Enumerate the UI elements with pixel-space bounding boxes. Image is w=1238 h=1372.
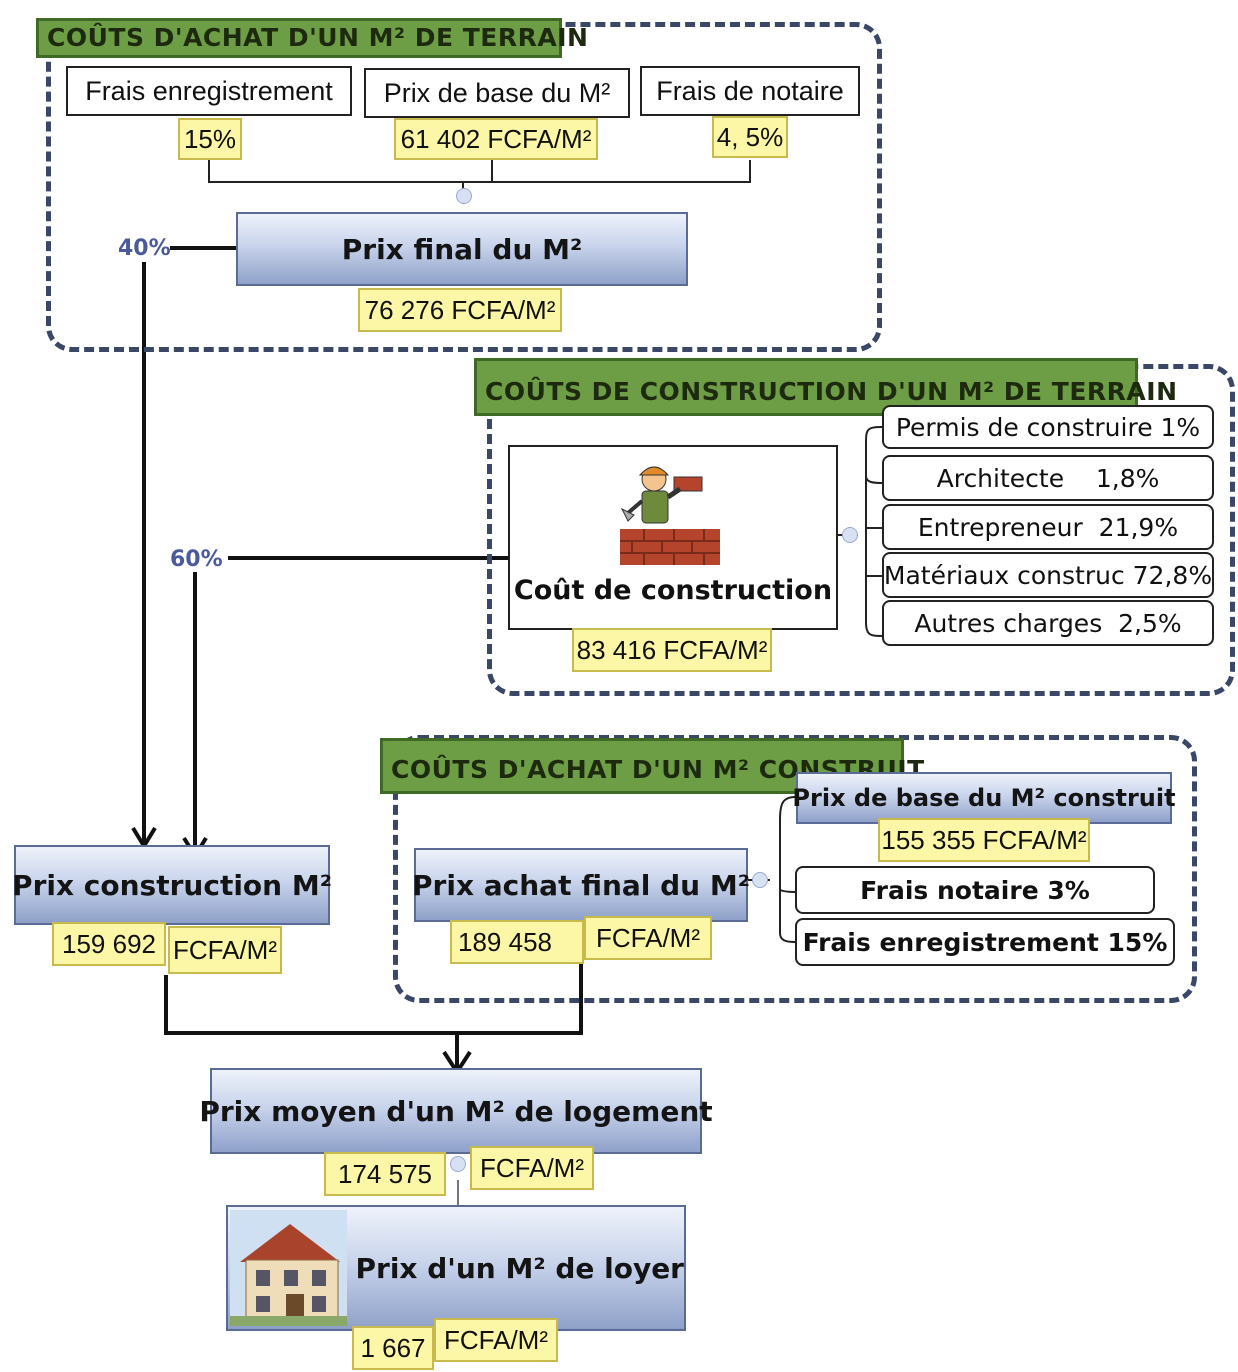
average-price-unit: FCFA/M² — [470, 1146, 594, 1190]
average-price-box: Prix moyen d'un M² de logement — [199, 1068, 713, 1154]
construction-price-box: Prix construction M² — [12, 845, 332, 925]
construction-share-percent: 60% — [170, 547, 223, 572]
land-share-percent: 40% — [118, 236, 171, 261]
construction-cost-value: 83 416 FCFA/M² — [572, 628, 772, 672]
contractor-item: Entrepreneur 21,9% — [882, 504, 1214, 550]
final-purchase-price-unit: FCFA/M² — [584, 916, 712, 960]
construction-price-number: 159 692 — [52, 922, 166, 966]
collapse-dot-icon — [842, 527, 858, 543]
rent-price-number: 1 667 — [352, 1326, 434, 1370]
construction-cost-label: Coût de construction — [513, 575, 833, 606]
house-icon — [230, 1210, 348, 1326]
building-permit-item: Permis de construire 1% — [882, 405, 1214, 449]
construction-worker-icon — [620, 466, 720, 565]
notary-fees-box: Frais de notaire — [640, 66, 860, 116]
registration-fees-item: Frais enregistrement 15% — [795, 918, 1175, 966]
construction-cost-box: Coût de construction — [508, 445, 838, 630]
base-price-box: Prix de base du M² — [364, 68, 630, 118]
notary-fees-item: Frais notaire 3% — [795, 866, 1155, 914]
built-base-price-value: 155 355 FCFA/M² — [878, 818, 1090, 862]
other-charges-item: Autres charges 2,5% — [882, 600, 1214, 646]
rent-price-label: Prix d'un M² de loyer — [355, 1251, 684, 1285]
architect-item: Architecte 1,8% — [882, 455, 1214, 501]
average-price-number: 174 575 — [324, 1152, 446, 1196]
rent-price-box: Prix d'un M² de loyer — [226, 1205, 686, 1331]
final-land-price-value: 76 276 FCFA/M² — [358, 288, 562, 332]
materials-item: Matériaux construc 72,8% — [882, 552, 1214, 598]
built-purchase-group — [393, 735, 1197, 1003]
rent-price-unit: FCFA/M² — [434, 1318, 558, 1362]
collapse-dot-icon — [456, 188, 472, 204]
notary-fees-value: 4, 5% — [712, 116, 788, 158]
final-purchase-price-number: 189 458 — [450, 920, 584, 964]
final-land-price-box: Prix final du M² — [236, 212, 688, 286]
collapse-dot-icon — [752, 872, 768, 888]
built-base-price-box: Prix de base du M² construit — [792, 772, 1176, 824]
final-purchase-price-box: Prix achat final du M² — [412, 848, 750, 922]
base-price-value: 61 402 FCFA/M² — [394, 118, 598, 160]
land-purchase-header: COÛTS D'ACHAT D'UN M² DE TERRAIN — [36, 18, 588, 58]
registration-fees-value: 15% — [178, 118, 242, 160]
construction-price-unit: FCFA/M² — [168, 926, 282, 974]
collapse-dot-icon — [450, 1156, 466, 1172]
registration-fees-box: Frais enregistrement — [66, 66, 352, 116]
